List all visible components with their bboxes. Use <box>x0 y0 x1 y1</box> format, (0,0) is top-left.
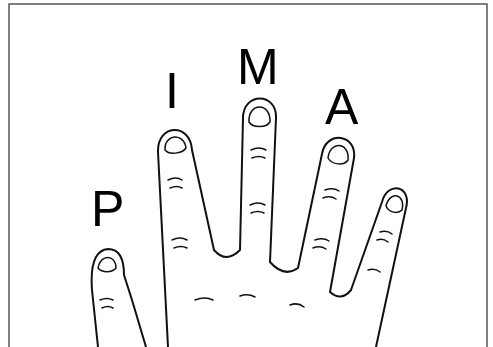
nail <box>328 145 348 163</box>
crease <box>313 239 329 249</box>
finger-label: P <box>91 184 124 234</box>
crease <box>323 189 339 199</box>
crease <box>377 231 392 242</box>
crease <box>172 238 187 248</box>
nail <box>165 137 186 153</box>
frame <box>9 4 487 347</box>
crease <box>195 295 304 307</box>
finger-label: A <box>325 82 358 132</box>
nail <box>98 258 116 272</box>
crease <box>251 148 266 158</box>
finger-label: M <box>237 42 279 92</box>
crease <box>250 203 265 213</box>
crease <box>100 299 113 309</box>
hand-outline <box>158 99 407 347</box>
finger-label: I <box>165 66 179 116</box>
nail <box>249 107 270 127</box>
crease <box>368 269 380 272</box>
thumb <box>92 249 146 347</box>
nail <box>386 196 403 213</box>
crease <box>168 178 182 188</box>
